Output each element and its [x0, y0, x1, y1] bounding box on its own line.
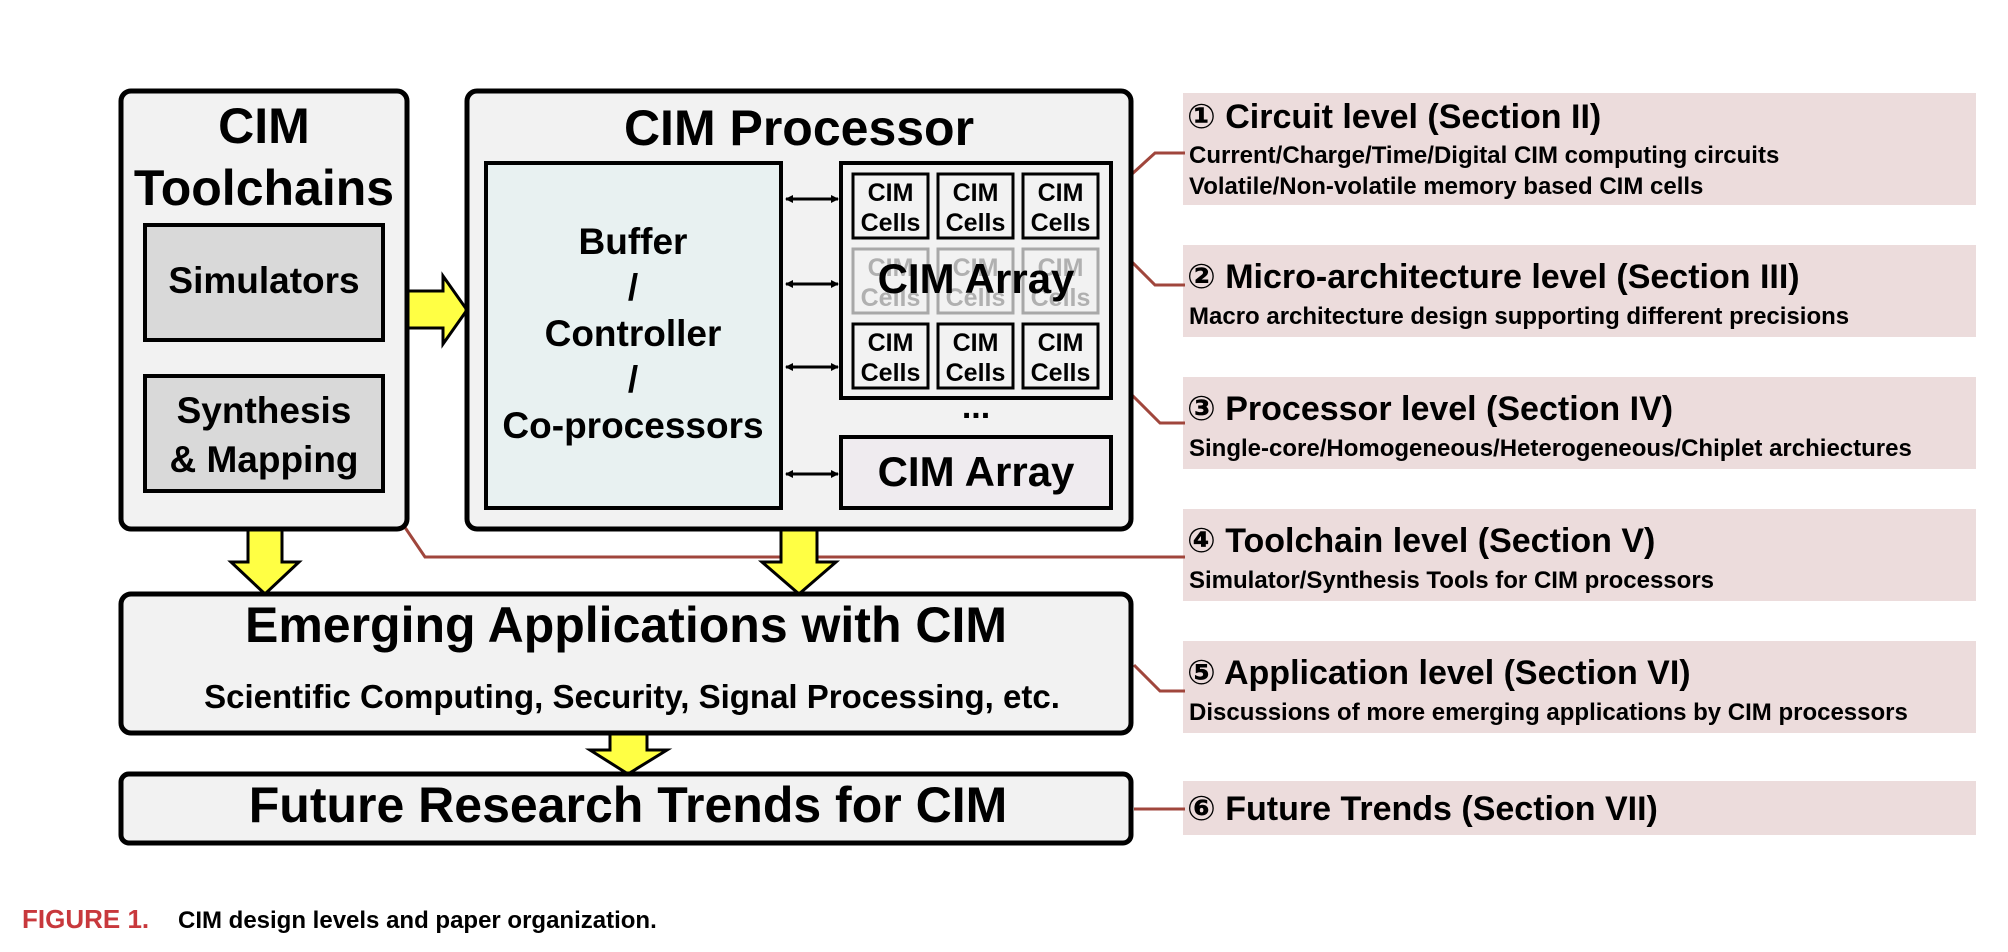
level-band-5 — [1183, 641, 1976, 733]
cim-cell-label-top: CIM — [953, 329, 999, 357]
level-2-title: ② Micro-architecture level (Section III) — [1187, 258, 1800, 296]
level-band-6 — [1183, 781, 1976, 835]
buffer-line-5: Co-processors — [502, 405, 763, 446]
applications-box — [118, 591, 1134, 736]
cim-cell-label-bottom: Cells — [861, 359, 921, 387]
applications-subtitle: Scientific Computing, Security, Signal P… — [204, 678, 1060, 715]
synthesis-mapping-box — [143, 374, 385, 493]
level-5-title: ⑤ Application level (Section VI) — [1187, 654, 1691, 692]
level-6-title: ⑥ Future Trends (Section VII) — [1187, 790, 1658, 828]
arrow-toolchain-to-processor — [406, 271, 469, 349]
level-band-3 — [1183, 377, 1976, 469]
buffer-line-1: Buffer — [579, 221, 688, 262]
caption-label: FIGURE 1. — [22, 904, 149, 934]
synthesis-label-line2: & Mapping — [169, 439, 358, 480]
applications-title: Emerging Applications with CIM — [245, 597, 1007, 653]
cim-cell-label-bottom: Cells — [946, 284, 1006, 312]
cim-cell-r3-c2 — [936, 322, 1015, 390]
buffer-line-2: / — [628, 267, 638, 308]
toolchains-title-line2: Toolchains — [134, 160, 394, 216]
processor-title: CIM Processor — [624, 100, 974, 156]
level-1-line-2: Volatile/Non-volatile memory based CIM c… — [1189, 173, 1703, 200]
connector-application — [1132, 663, 1185, 693]
level-5-line-1: Discussions of more emerging application… — [1189, 699, 1908, 726]
cim-array-bottom-label: CIM Array — [878, 448, 1075, 495]
level-3-title: ③ Processor level (Section IV) — [1187, 390, 1673, 428]
level-4-line-1: Simulator/Synthesis Tools for CIM proces… — [1189, 567, 1714, 594]
cim-cell-r1-c1 — [851, 172, 930, 240]
buffer-line-4: / — [628, 359, 638, 400]
cim-cells-group: CIMCellsCIMCellsCIMCellsCIMCellsCIMCells… — [851, 172, 1100, 390]
buffer-controller-box — [484, 161, 783, 510]
level-band-2 — [1183, 245, 1976, 337]
level-4-title: ④ Toolchain level (Section V) — [1187, 522, 1655, 560]
arrow-toolchain-to-apps — [227, 527, 303, 597]
cim-cell-label-top: CIM — [1038, 179, 1084, 207]
cim-cell-r2-c1 — [851, 247, 930, 315]
array-ellipsis: ... — [962, 388, 990, 426]
connector-processor — [1130, 393, 1185, 425]
cim-array-overlay-label: CIM Array — [878, 255, 1075, 302]
simulators-box — [143, 223, 385, 342]
cim-cell-r1-c2 — [936, 172, 1015, 240]
future-title: Future Research Trends for CIM — [249, 777, 1008, 833]
cim-cell-label-bottom: Cells — [1031, 359, 1091, 387]
cim-cell-label-bottom: Cells — [946, 209, 1006, 237]
cim-cell-label-bottom: Cells — [946, 359, 1006, 387]
cim-cell-r1-c3 — [1021, 172, 1100, 240]
level-1-title: ① Circuit level (Section II) — [1187, 98, 1601, 136]
cim-array-bottom-box — [839, 435, 1113, 510]
simulators-label: Simulators — [168, 260, 359, 301]
cim-cell-label-top: CIM — [868, 329, 914, 357]
level-2-line-1: Macro architecture design supporting dif… — [1189, 303, 1849, 330]
cim-cell-label-bottom: Cells — [1031, 284, 1091, 312]
arrow-processor-to-apps — [757, 527, 841, 596]
cim-cell-label-bottom: Cells — [861, 209, 921, 237]
level-1-line-1: Current/Charge/Time/Digital CIM computin… — [1189, 142, 1779, 169]
cim-cell-label-top: CIM — [868, 254, 914, 282]
cim-cell-label-top: CIM — [868, 179, 914, 207]
cim-cell-label-top: CIM — [953, 179, 999, 207]
cim-cell-r3-c1 — [851, 322, 930, 390]
cim-cell-label-bottom: Cells — [1031, 209, 1091, 237]
synthesis-label-line1: Synthesis — [177, 390, 352, 431]
future-box — [118, 771, 1134, 846]
cim-cell-r2-c2 — [936, 247, 1015, 315]
toolchains-title-line1: CIM — [218, 98, 310, 154]
connector-toolchain — [400, 522, 1185, 559]
arrow-apps-to-future — [584, 731, 673, 776]
buffer-line-3: Controller — [545, 313, 722, 354]
cim-cell-label-top: CIM — [953, 254, 999, 282]
level-band-4 — [1183, 509, 1976, 601]
level-3-line-1: Single-core/Homogeneous/Heterogeneous/Ch… — [1189, 435, 1912, 462]
cim-cell-label-bottom: Cells — [861, 284, 921, 312]
cim-cell-r3-c3 — [1021, 322, 1100, 390]
cim-cell-label-top: CIM — [1038, 329, 1084, 357]
level-band-1 — [1183, 93, 1976, 205]
caption-text: CIM design levels and paper organization… — [178, 907, 657, 934]
cim-cell-r2-c3 — [1021, 247, 1100, 315]
cim-cell-label-top: CIM — [1038, 254, 1084, 282]
